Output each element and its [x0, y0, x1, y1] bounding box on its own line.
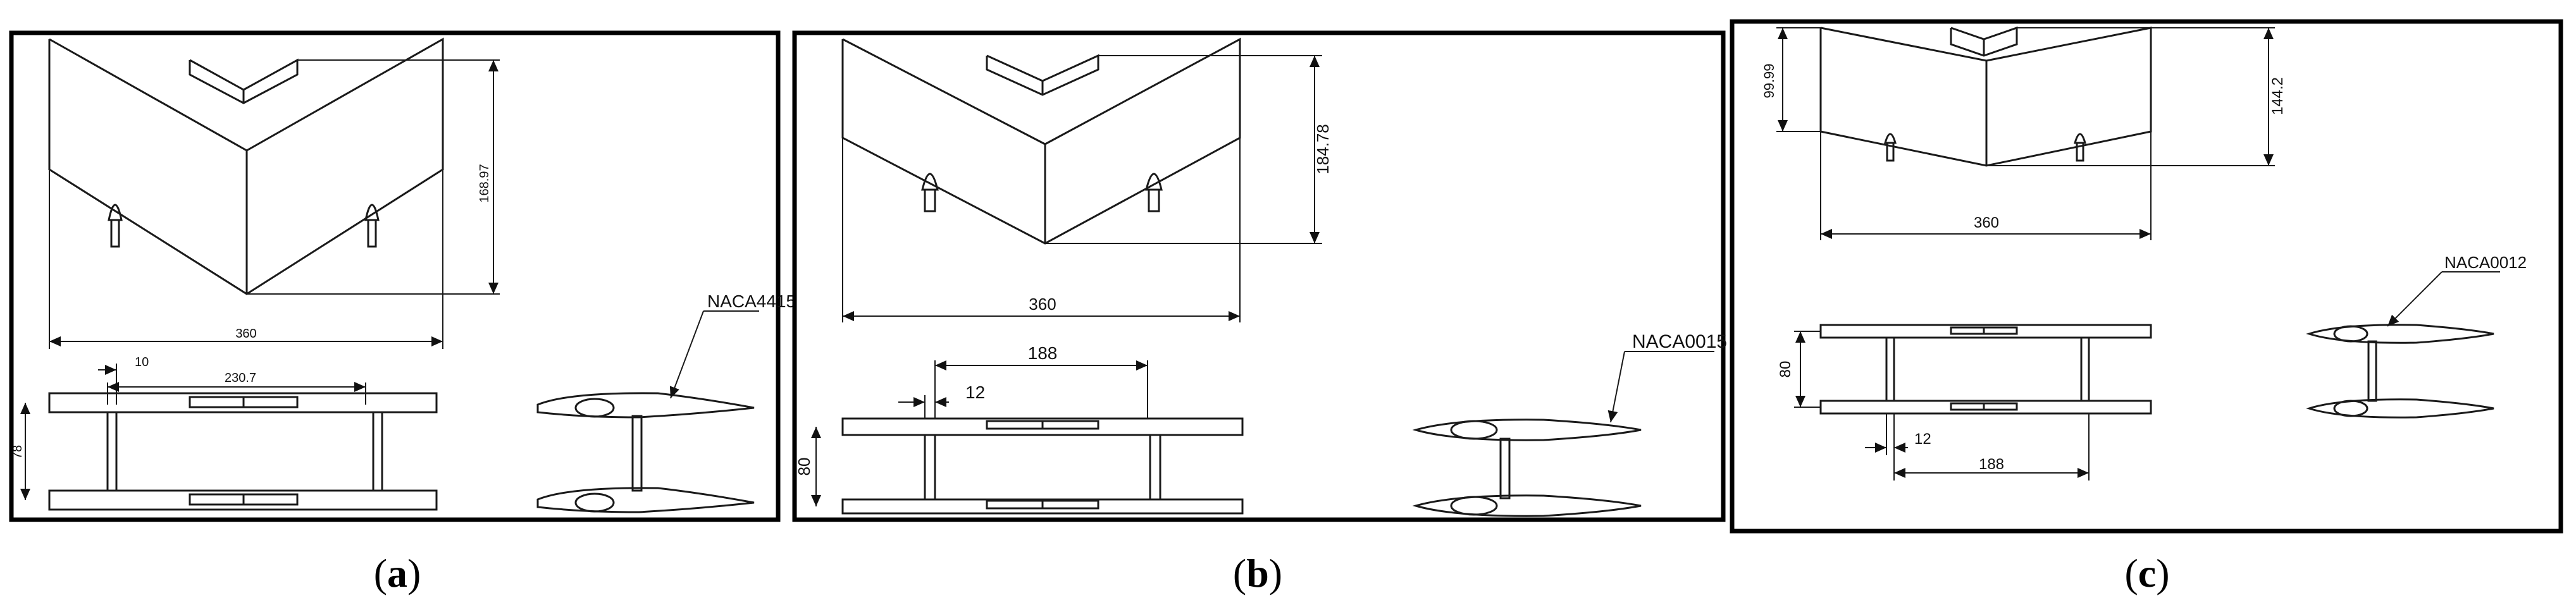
panel-b-height-label: 80 [795, 458, 814, 476]
panel-c-caption: (c) [2124, 551, 2169, 596]
panel-c-frame [1730, 19, 2563, 534]
panel-c-height-label: 80 [1777, 361, 1794, 378]
panel-b-pod-right [1145, 173, 1163, 212]
panel-c-span-label: 360 [1974, 214, 1999, 231]
panel-a-small-dim-label: 10 [135, 355, 149, 369]
panel-b-wing-top-view [841, 37, 1322, 322]
panel-c-pod-left [1884, 133, 1897, 162]
panel-b-front-view [811, 360, 1244, 515]
panel-a-span-label: 360 [235, 327, 256, 341]
panel-c-tip-label: 99.99 [1761, 63, 1777, 98]
panel-a-pod-right [364, 204, 380, 248]
panel-b-span-label: 360 [1029, 295, 1056, 314]
panel-c-small-dim-label: 12 [1914, 431, 1931, 448]
panel-a-side-view [536, 310, 759, 513]
panel-c-top-span-label: 188 [1979, 456, 2004, 473]
panel-c-chord-label: 144.2 [2269, 77, 2286, 115]
panel-a-frame [9, 30, 781, 522]
panel-b-frame [792, 30, 1726, 522]
panel-c-front-view [1794, 324, 2152, 480]
panel-c-side-view [2306, 271, 2500, 419]
panel-a-height-label: 78 [11, 445, 25, 459]
panel-a-caption: (a) [374, 551, 421, 596]
panel-b [792, 30, 1726, 522]
panel-c-pod-right [2074, 133, 2086, 162]
panel-b-chord-label: 184.78 [1313, 124, 1332, 174]
panel-b-airfoil-label: NACA0015 [1632, 331, 1727, 352]
panel-a-chord-label: 168.97 [478, 164, 492, 202]
panel-a [9, 30, 781, 522]
panel-b-caption: (b) [1233, 551, 1282, 596]
panel-b-pod-left [921, 173, 939, 212]
panel-a-pod-left [108, 204, 123, 248]
panel-b-side-view [1412, 351, 1714, 517]
panel-a-top-span-label: 230.7 [225, 371, 256, 385]
panel-a-airfoil-label: NACA4415 [707, 291, 796, 311]
panel-b-small-dim-label: 12 [965, 382, 985, 402]
panel-c [1730, 19, 2563, 534]
panel-a-front-view [20, 364, 438, 511]
panel-b-top-span-label: 188 [1028, 343, 1058, 363]
panel-a-wing-top-view [48, 37, 500, 349]
panel-c-airfoil-label: NACA0012 [2444, 253, 2527, 272]
panel-c-wing-top-view [1776, 26, 2275, 240]
